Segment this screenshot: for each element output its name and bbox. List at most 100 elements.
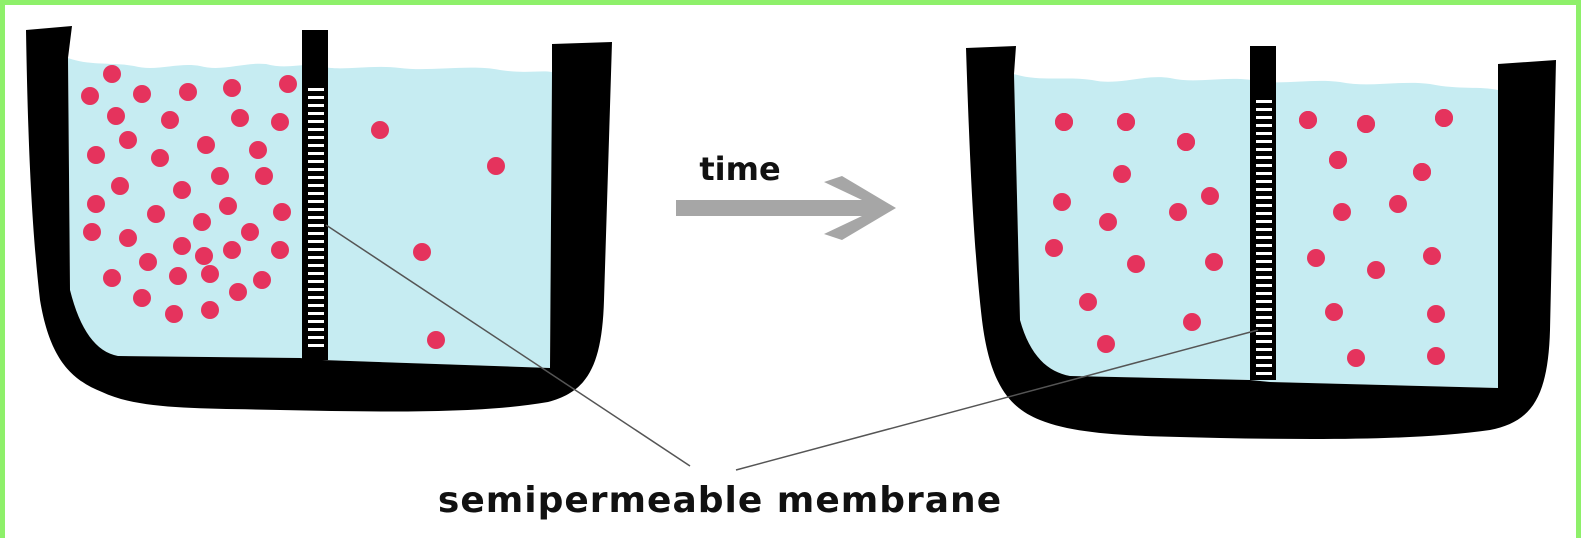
- solute-particle: [1053, 193, 1071, 211]
- solute-particle: [1325, 303, 1343, 321]
- solute-particle: [87, 146, 105, 164]
- membrane-pore: [1256, 180, 1272, 183]
- solute-particle: [1367, 261, 1385, 279]
- membrane-pore: [1256, 340, 1272, 343]
- solute-particle: [1423, 247, 1441, 265]
- particles-after-right: [1299, 109, 1453, 367]
- membrane-pore: [1256, 332, 1272, 335]
- solute-particle: [219, 197, 237, 215]
- membrane-pore: [308, 240, 324, 243]
- membrane-pore: [1256, 364, 1272, 367]
- solute-particle: [371, 121, 389, 139]
- membrane-pore: [1256, 324, 1272, 327]
- solute-particle: [133, 85, 151, 103]
- membrane-pore: [308, 216, 324, 219]
- membrane-pore: [308, 208, 324, 211]
- membrane-pore: [308, 144, 324, 147]
- solute-particle: [211, 167, 229, 185]
- membrane-pore: [1256, 196, 1272, 199]
- membrane-pore: [308, 272, 324, 275]
- membrane-before-pores: [308, 88, 324, 347]
- membrane-pore: [1256, 292, 1272, 295]
- time-label: time: [699, 150, 780, 188]
- membrane-pore: [1256, 156, 1272, 159]
- membrane-pore: [1256, 348, 1272, 351]
- solute-particle: [87, 195, 105, 213]
- membrane-pore: [1256, 108, 1272, 111]
- membrane-pore: [308, 296, 324, 299]
- membrane-pore: [1256, 372, 1272, 375]
- solute-particle: [255, 167, 273, 185]
- solute-particle: [273, 203, 291, 221]
- solute-particle: [179, 83, 197, 101]
- membrane-label: semipermeable membrane: [438, 480, 1002, 521]
- membrane-pore: [308, 328, 324, 331]
- membrane-pore: [1256, 124, 1272, 127]
- solute-particle: [413, 243, 431, 261]
- solute-particle: [103, 65, 121, 83]
- membrane-pore: [308, 200, 324, 203]
- membrane-pore: [1256, 100, 1272, 103]
- membrane-pore: [1256, 268, 1272, 271]
- solute-particle: [161, 111, 179, 129]
- solute-particle: [1113, 165, 1131, 183]
- solute-particle: [107, 107, 125, 125]
- particles-before-right: [371, 121, 505, 349]
- particles-after-left: [1045, 113, 1223, 353]
- particles-before-left: [81, 65, 297, 323]
- membrane-pore: [1256, 236, 1272, 239]
- membrane-pore: [308, 120, 324, 123]
- time-arrow: time: [676, 150, 896, 240]
- solute-particle: [271, 241, 289, 259]
- arrow-icon: [676, 176, 896, 240]
- solute-particle: [119, 229, 137, 247]
- membrane-pore: [308, 192, 324, 195]
- membrane-pore: [308, 288, 324, 291]
- membrane-pore: [1256, 244, 1272, 247]
- solute-particle: [249, 141, 267, 159]
- solute-particle: [223, 241, 241, 259]
- solute-particle: [1333, 203, 1351, 221]
- membrane-pore: [308, 264, 324, 267]
- solute-particle: [1079, 293, 1097, 311]
- beaker-after-wall: [966, 46, 1556, 440]
- solute-particle: [139, 253, 157, 271]
- solute-particle: [1389, 195, 1407, 213]
- solute-particle: [271, 113, 289, 131]
- solute-particle: [1183, 313, 1201, 331]
- solute-particle: [1169, 203, 1187, 221]
- solute-particle: [1205, 253, 1223, 271]
- solute-particle: [165, 305, 183, 323]
- solute-particle: [173, 181, 191, 199]
- beaker-before: [26, 26, 612, 412]
- membrane-pore: [1256, 284, 1272, 287]
- solute-particle: [111, 177, 129, 195]
- membrane-pore: [308, 232, 324, 235]
- membrane-pore: [1256, 172, 1272, 175]
- solute-particle: [147, 205, 165, 223]
- solute-particle: [279, 75, 297, 93]
- membrane-pore: [308, 312, 324, 315]
- membrane-pore: [308, 304, 324, 307]
- leader-line-before: [325, 224, 691, 467]
- membrane-pore: [308, 112, 324, 115]
- solute-particle: [1055, 113, 1073, 131]
- membrane-pore: [308, 344, 324, 347]
- solute-particle: [241, 223, 259, 241]
- solute-particle: [1357, 115, 1375, 133]
- membrane-pore: [308, 152, 324, 155]
- membrane-pore: [1256, 220, 1272, 223]
- solute-particle: [223, 79, 241, 97]
- membrane-pore: [308, 224, 324, 227]
- membrane-after-pores: [1256, 100, 1272, 375]
- membrane-pore: [1256, 316, 1272, 319]
- membrane-pore: [1256, 188, 1272, 191]
- membrane-pore: [1256, 212, 1272, 215]
- solute-particle: [1427, 347, 1445, 365]
- membrane-pore: [1256, 116, 1272, 119]
- membrane-pore: [308, 160, 324, 163]
- membrane-pore: [308, 280, 324, 283]
- solute-particle: [487, 157, 505, 175]
- membrane-pore: [308, 88, 324, 91]
